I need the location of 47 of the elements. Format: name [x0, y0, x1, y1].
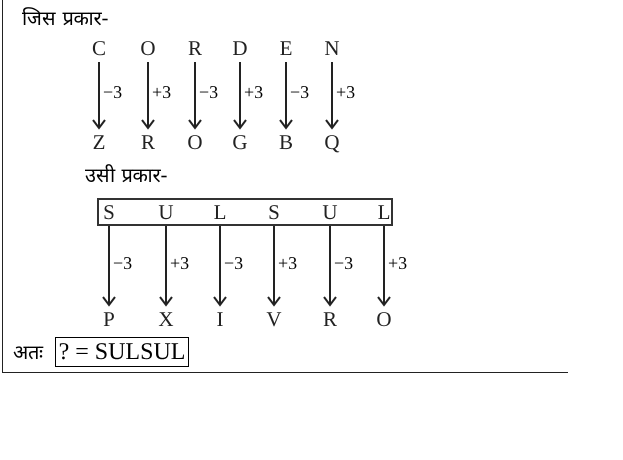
- answer-box: ? = SULSUL: [55, 337, 189, 367]
- letter: R: [320, 307, 340, 331]
- letter: R: [185, 36, 205, 60]
- arrow: [213, 226, 227, 306]
- letter: D: [230, 36, 250, 60]
- letter: O: [185, 130, 205, 154]
- edge-label: +3: [335, 83, 356, 101]
- arrow: [377, 226, 391, 306]
- label-text: उसी प्रकार-: [85, 163, 168, 188]
- edge-label: −3: [198, 83, 220, 101]
- arrow: [92, 62, 106, 129]
- arrow: [141, 62, 155, 129]
- arrow: [233, 62, 247, 129]
- letter: U: [156, 200, 176, 224]
- letter: P: [99, 307, 119, 331]
- letter: E: [276, 36, 296, 60]
- label-text: अतः: [13, 340, 43, 365]
- arrow: [102, 226, 116, 306]
- letter-box: [97, 198, 393, 226]
- letter: S: [99, 200, 119, 224]
- letter: Q: [322, 130, 342, 154]
- edge-label: +3: [243, 83, 264, 101]
- letter: S: [264, 200, 284, 224]
- letter: B: [276, 130, 296, 154]
- edge-label: −3: [102, 83, 124, 101]
- arrow: [323, 226, 337, 306]
- letter: U: [320, 200, 340, 224]
- letter: O: [374, 307, 394, 331]
- letter: O: [138, 36, 158, 60]
- arrow: [188, 62, 202, 129]
- letter: I: [210, 307, 230, 331]
- letter: L: [210, 200, 230, 224]
- letter: X: [156, 307, 176, 331]
- letter: Z: [89, 130, 109, 154]
- letter: N: [322, 36, 342, 60]
- edge-label: −3: [289, 83, 310, 101]
- label-text: जिस प्रकार-: [22, 6, 109, 31]
- arrow: [325, 62, 339, 129]
- letter: V: [264, 307, 284, 331]
- arrow: [267, 226, 281, 306]
- letter: C: [89, 36, 109, 60]
- arrow: [159, 226, 173, 306]
- edge-label: +3: [151, 83, 172, 101]
- letter: G: [230, 130, 250, 154]
- letter: L: [374, 200, 394, 224]
- arrow: [279, 62, 293, 129]
- letter: R: [138, 130, 158, 154]
